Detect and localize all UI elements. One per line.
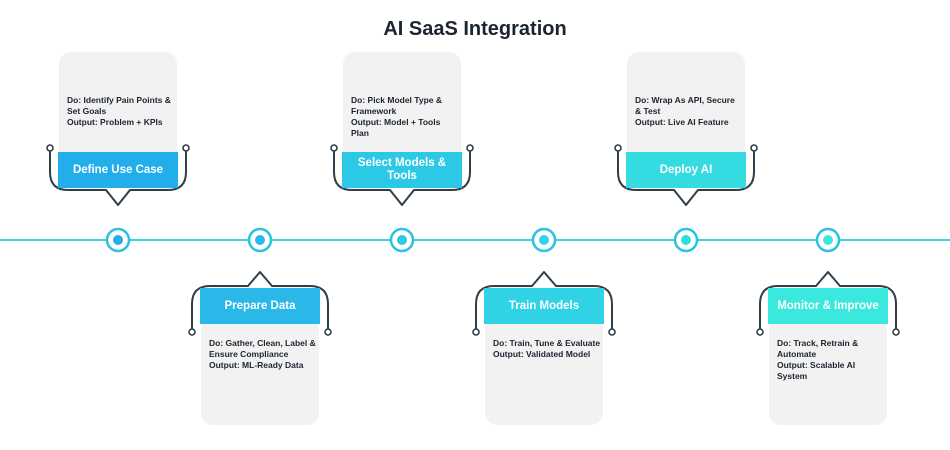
timeline-node-2 xyxy=(247,227,273,253)
timeline-node-1 xyxy=(105,227,131,253)
step-1-do: Do: Identify Pain Points & Set Goals xyxy=(67,95,171,116)
frame-end-dot xyxy=(330,144,338,152)
frame-end-dot xyxy=(756,328,764,336)
step-4-frame xyxy=(475,271,613,330)
step-3-title: Select Models & Tools xyxy=(342,152,462,188)
timeline-nodes xyxy=(105,227,841,253)
frame-end-dot xyxy=(46,144,54,152)
step-3-output: Output: Model + Tools Plan xyxy=(351,117,441,138)
step-5-card: Do: Wrap As API, Secure & Test Output: L… xyxy=(627,52,745,167)
step-6-card: Do: Track, Retrain & Automate Output: Sc… xyxy=(769,310,887,425)
step-4-description: Do: Train, Tune & Evaluate Output: Valid… xyxy=(493,338,601,360)
step-4-output: Output: Validated Model xyxy=(493,349,591,359)
frame-end-dot xyxy=(614,144,622,152)
step-6-title: Monitor & Improve xyxy=(768,288,888,324)
frame-end-dot xyxy=(892,328,900,336)
step-5-title: Deploy AI xyxy=(626,152,746,188)
step-1-output: Output: Problem + KPIs xyxy=(67,117,163,127)
step-1-card: Do: Identify Pain Points & Set Goals Out… xyxy=(59,52,177,167)
step-5-description: Do: Wrap As API, Secure & Test Output: L… xyxy=(635,95,743,128)
step-3-card: Do: Pick Model Type & Framework Output: … xyxy=(343,52,461,167)
step-5-do: Do: Wrap As API, Secure & Test xyxy=(635,95,735,116)
step-3-do: Do: Pick Model Type & Framework xyxy=(351,95,442,116)
step-4-card: Do: Train, Tune & Evaluate Output: Valid… xyxy=(485,310,603,425)
frame-end-dot xyxy=(750,144,758,152)
step-2-output: Output: ML-Ready Data xyxy=(209,360,304,370)
timeline-node-4 xyxy=(531,227,557,253)
step-2-description: Do: Gather, Clean, Label & Ensure Compli… xyxy=(209,338,317,371)
frame-end-dot xyxy=(182,144,190,152)
step-5-frame xyxy=(617,150,755,206)
step-3-frame xyxy=(333,150,471,206)
step-4-do: Do: Train, Tune & Evaluate xyxy=(493,338,601,348)
timeline-node-5 xyxy=(673,227,699,253)
step-3-description: Do: Pick Model Type & Framework Output: … xyxy=(351,95,459,139)
step-1-title: Define Use Case xyxy=(58,152,178,188)
step-6-do: Do: Track, Retrain & Automate xyxy=(777,338,859,359)
frame-end-dot xyxy=(466,144,474,152)
step-5-output: Output: Live AI Feature xyxy=(635,117,729,127)
step-1-description: Do: Identify Pain Points & Set Goals Out… xyxy=(67,95,175,128)
step-6-description: Do: Track, Retrain & Automate Output: Sc… xyxy=(777,338,885,382)
timeline-node-6 xyxy=(815,227,841,253)
frame-end-dot xyxy=(324,328,332,336)
frame-end-dot xyxy=(608,328,616,336)
step-2-frame xyxy=(191,271,329,330)
frame-end-dot xyxy=(188,328,196,336)
frame-end-dot xyxy=(472,328,480,336)
step-4-title: Train Models xyxy=(484,288,604,324)
diagram-title: AI SaaS Integration xyxy=(383,18,567,40)
step-6-output: Output: Scalable AI System xyxy=(777,360,856,381)
step-2-do: Do: Gather, Clean, Label & Ensure Compli… xyxy=(209,338,316,359)
step-6-frame xyxy=(759,271,897,330)
timeline-node-3 xyxy=(389,227,415,253)
step-2-title: Prepare Data xyxy=(200,288,320,324)
step-2-card: Do: Gather, Clean, Label & Ensure Compli… xyxy=(201,310,319,425)
step-1-frame xyxy=(49,150,187,206)
